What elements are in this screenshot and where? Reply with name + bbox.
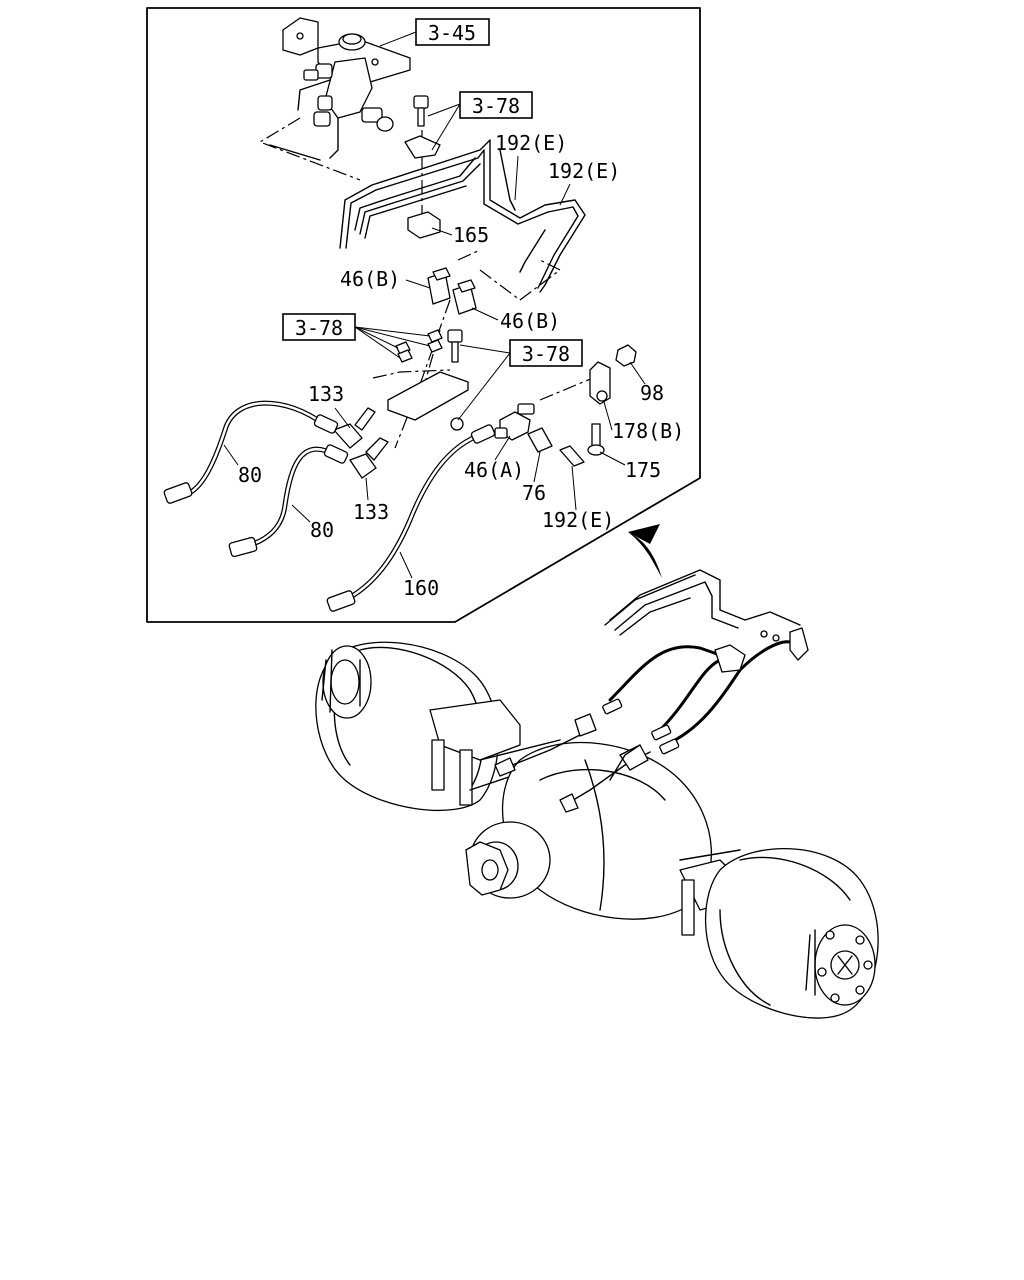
callout-46b-1: 46(B) [340,267,431,291]
ref-box-3-78-mid: 3-78 [282,313,431,359]
fitting-133-upper [333,407,376,449]
hose-160 [326,424,496,612]
svg-text:80: 80 [310,518,334,542]
detail-pointer-arrow [628,524,662,578]
clip-bolt-top [404,95,441,159]
svg-text:3-78: 3-78 [295,316,343,340]
small-clips-3-78 [395,329,443,363]
connector-46b-pair [427,267,477,315]
callout-133-1: 133 [308,382,351,429]
svg-text:133: 133 [353,500,389,524]
svg-text:160: 160 [403,576,439,600]
callout-192e-3: 192(E) [542,465,614,532]
callout-192e-2: 192(E) [548,159,620,206]
svg-text:46(B): 46(B) [500,309,560,333]
ref-box-3-45: 3-45 [379,18,490,47]
bracket-plate-3-78 [387,329,469,431]
callout-98: 98 [629,361,664,405]
ref-box-3-78-top: 3-78 [427,91,533,151]
svg-text:3-45: 3-45 [428,21,476,45]
callout-46b-2: 46(B) [471,307,560,333]
callout-192e-1: 192(E) [495,131,567,201]
ref-box-3-78-right: 3-78 [457,339,583,421]
callout-160: 160 [399,551,439,600]
svg-text:165: 165 [453,223,489,247]
svg-text:46(A): 46(A) [464,458,524,482]
callout-46a: 46(A) [464,435,524,482]
fitting-133-lower [349,437,389,479]
callout-133-2: 133 [353,477,389,524]
clamp-165 [407,211,441,239]
union-76 [527,427,553,453]
callout-175: 175 [599,451,661,482]
tee-46a [494,403,535,441]
axle-brake-lines [494,569,809,813]
svg-text:98: 98 [640,381,664,405]
svg-text:76: 76 [522,481,546,505]
callout-165: 165 [431,223,489,247]
svg-text:175: 175 [625,458,661,482]
svg-text:192(E): 192(E) [542,508,614,532]
svg-text:192(E): 192(E) [495,131,567,155]
relay-valve-assembly [282,17,411,159]
svg-text:133: 133 [308,382,344,406]
callout-178b: 178(B) [603,401,684,443]
bracket-178b [589,361,611,405]
detail-view-frame [146,7,701,623]
pipe-192e-short [559,445,585,467]
callout-80-1: 80 [223,444,262,487]
hose-80-upper [163,400,339,504]
svg-text:46(B): 46(B) [340,267,400,291]
pipe-192e-set [269,139,586,293]
svg-text:178(B): 178(B) [612,419,684,443]
svg-text:80: 80 [238,463,262,487]
svg-text:3-78: 3-78 [472,94,520,118]
svg-text:3-78: 3-78 [522,342,570,366]
svg-text:192(E): 192(E) [548,159,620,183]
callout-76: 76 [522,451,546,505]
callout-80-2: 80 [291,504,334,542]
rear-axle-assembly [315,641,879,1019]
nut-98 [615,344,637,367]
bolt-175 [587,423,605,456]
hose-80-lower [228,444,349,558]
